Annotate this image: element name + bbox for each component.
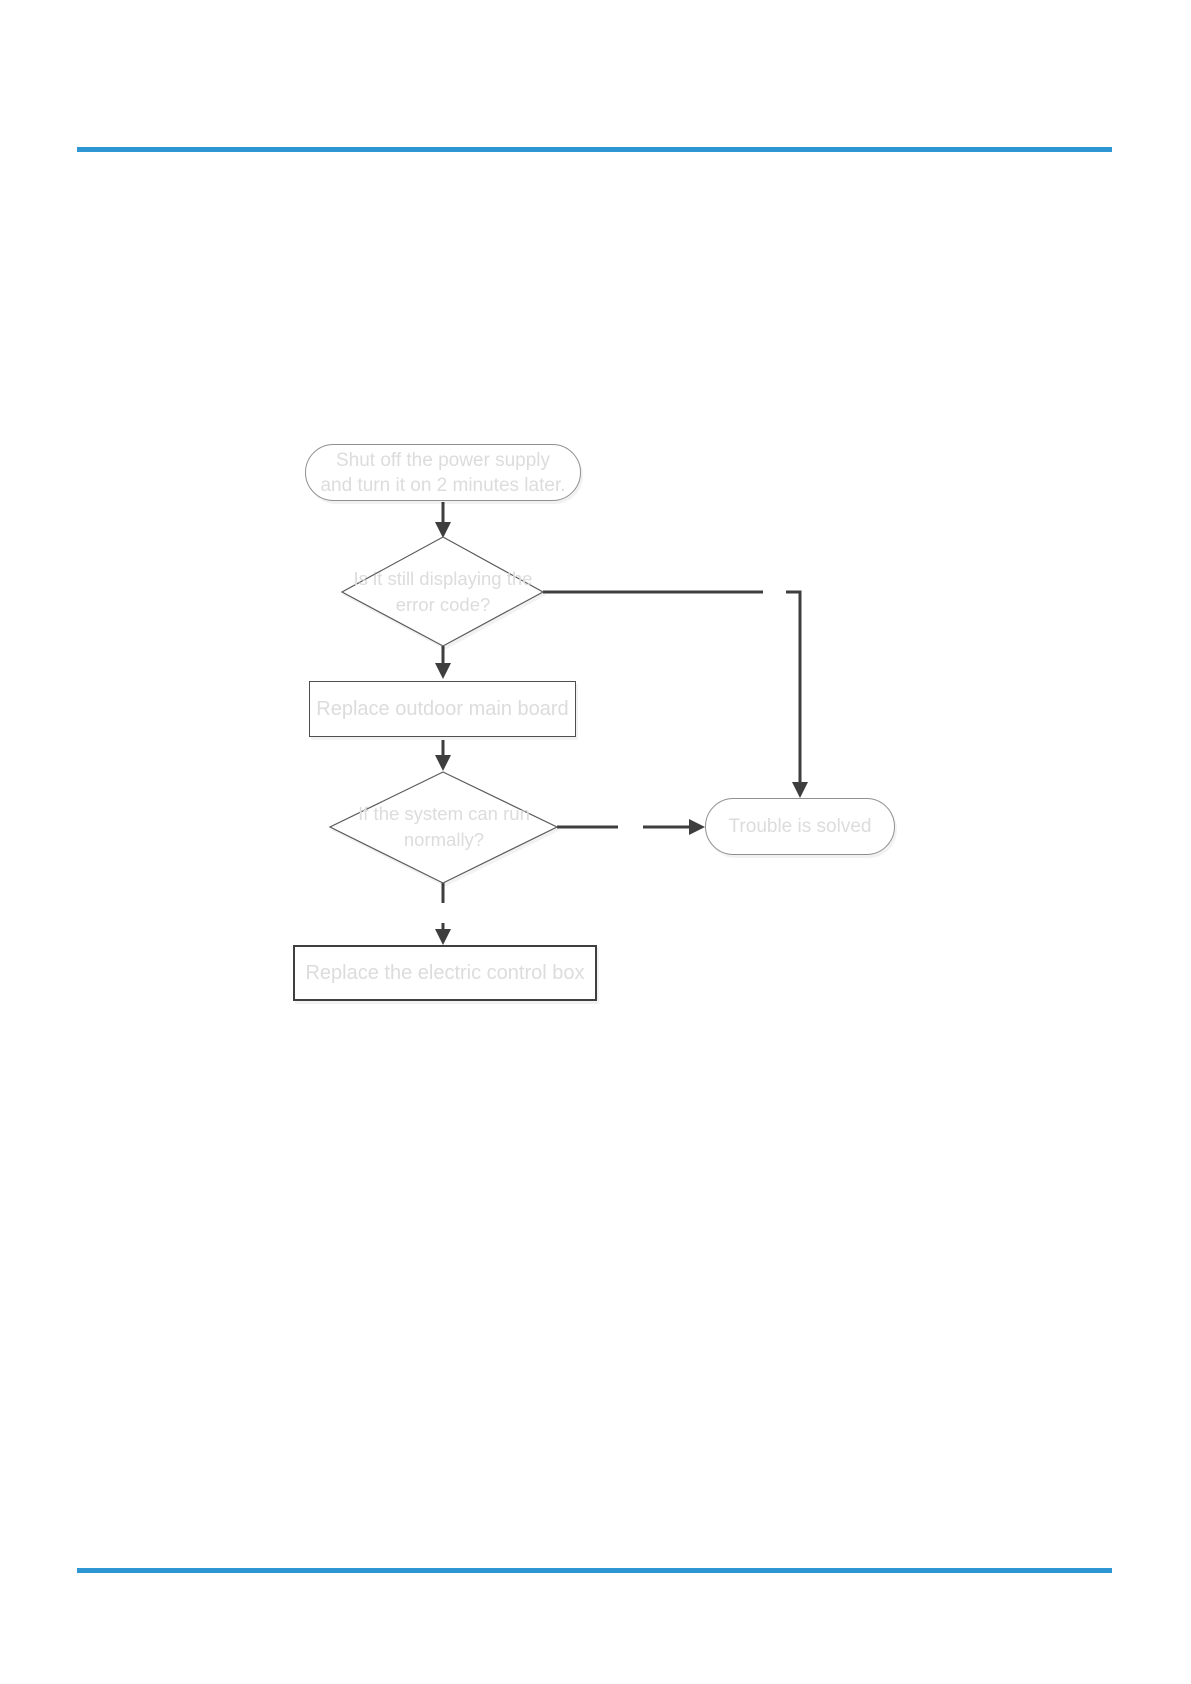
arrowhead-into-process2: [435, 929, 451, 945]
flow-node-process1: Replace outdoor main board: [309, 681, 576, 737]
flow-node-solved: Trouble is solved: [705, 798, 895, 855]
bottom-rule: [77, 1568, 1112, 1573]
flow-node-start: Shut off the power supply and turn it on…: [305, 444, 581, 501]
flow-node-process1-label: Replace outdoor main board: [316, 697, 569, 720]
flow-node-process2: Replace the electric control box: [293, 945, 597, 1001]
top-rule: [77, 147, 1112, 152]
flow-node-decision1: Is it still displaying the error code?: [343, 559, 543, 625]
arrowhead-into-process1: [435, 663, 451, 679]
connector-elbow-to-solved: [786, 590, 802, 784]
arrowhead-top-into-solved: [792, 782, 808, 798]
flow-node-start-label: Shut off the power supply and turn it on…: [320, 449, 566, 496]
arrowhead-left-into-solved: [689, 819, 705, 835]
arrowhead-into-decision2: [435, 755, 451, 771]
flow-node-decision2: If the system can run normally?: [333, 794, 555, 860]
flow-node-decision1-label: Is it still displaying the error code?: [353, 568, 533, 615]
flow-node-solved-label: Trouble is solved: [728, 816, 872, 837]
flow-node-decision2-label: If the system can run normally?: [358, 803, 530, 850]
flow-node-process2-label: Replace the electric control box: [305, 961, 585, 984]
arrowhead-into-decision1: [435, 522, 451, 538]
